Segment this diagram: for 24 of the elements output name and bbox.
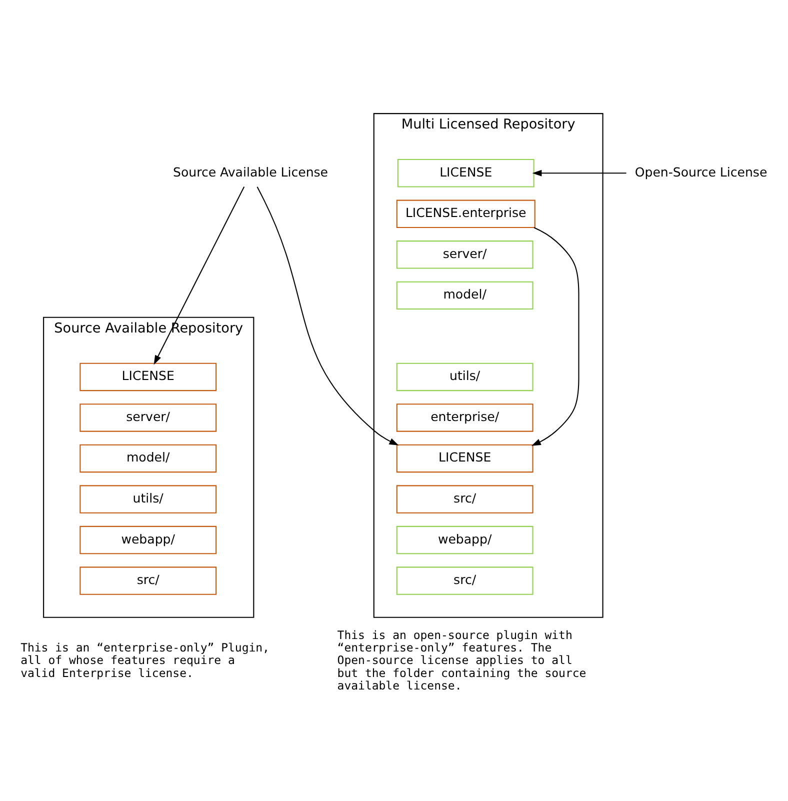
node-box: utils/ [80, 484, 217, 513]
node-box: server/ [80, 403, 217, 432]
label: This is an “enterprise-only” Plugin, all of whose features require a valid Enterprise license. [20, 640, 270, 680]
arrow [256, 186, 399, 445]
node-box: webapp/ [396, 525, 534, 554]
arrow [154, 186, 245, 364]
arrow [531, 226, 580, 446]
node-box: LICENSE [80, 362, 217, 391]
node-box: model/ [80, 444, 217, 472]
arrow [532, 169, 626, 176]
node-box: server/ [396, 240, 534, 268]
node-box: src/ [396, 484, 534, 513]
node-box: src/ [396, 566, 534, 594]
node-box: LICENSE [396, 444, 534, 472]
node-box: enterprise/ [396, 403, 534, 432]
node-box: LICENSE [397, 158, 534, 187]
node-text: Source Available License [173, 164, 328, 179]
label: This is an open-source plugin with “enterprise-only” features. The Open-source license applies to all but the folder containing the source available license. [337, 628, 586, 692]
node-box: model/ [396, 280, 534, 310]
node-box: LICENSE.enterprise [396, 199, 536, 228]
node-text: Open-Source License [634, 164, 768, 179]
node-box: src/ [80, 566, 217, 594]
node-box: webapp/ [80, 525, 217, 554]
node-box: utils/ [396, 362, 534, 391]
